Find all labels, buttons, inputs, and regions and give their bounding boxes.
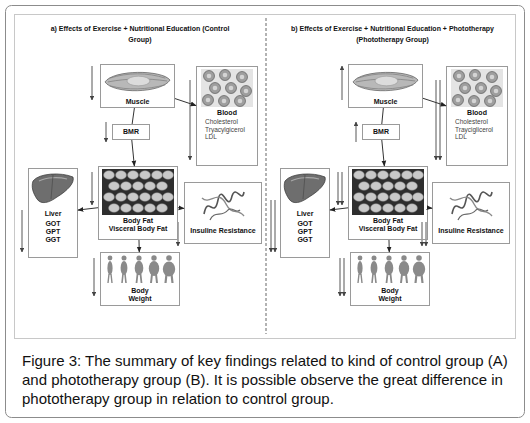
node-detail: Visceral Body Fat bbox=[349, 225, 427, 233]
trend-indicators bbox=[22, 66, 440, 296]
decrease-arrow bbox=[340, 258, 341, 296]
blood-box: BloodCholesterol Trayciglicerol LDL bbox=[446, 66, 508, 166]
connector-arrow bbox=[382, 140, 385, 166]
liver-illustration bbox=[284, 174, 325, 203]
panel-heading: a) Effects of Exercise + Nutritional Edu… bbox=[42, 24, 238, 45]
node-title: Liver bbox=[29, 210, 77, 218]
decrease-arrow bbox=[106, 122, 107, 142]
body-fat-box: Body FatVisceral Body Fat bbox=[348, 166, 428, 240]
node-title: BMR bbox=[363, 128, 399, 136]
node-title: Muscle bbox=[101, 98, 174, 106]
node-title: Body Weight bbox=[124, 287, 156, 303]
decrease-arrow bbox=[342, 172, 343, 205]
connector-arrow bbox=[138, 240, 139, 252]
node-title: Insuline Resistance bbox=[433, 227, 509, 235]
node-detail: GOT GPT GGT bbox=[41, 220, 65, 244]
body-fat-box: Body FatVisceral Body Fat bbox=[98, 166, 178, 240]
node-title: Muscle bbox=[349, 98, 422, 106]
connector-arrow bbox=[78, 208, 98, 210]
decrease-arrow bbox=[436, 80, 437, 160]
body-weight-illustration bbox=[107, 255, 175, 283]
increase-arrow bbox=[356, 122, 357, 142]
decrease-arrow bbox=[422, 222, 423, 246]
decrease-arrow bbox=[271, 200, 272, 252]
node-title: Body Weight bbox=[374, 287, 406, 303]
liver-illustration bbox=[32, 174, 73, 203]
liver-box: LiverGOT GPT GGT bbox=[28, 168, 78, 258]
outer-frame bbox=[6, 6, 525, 418]
muscle-box: Muscle bbox=[348, 64, 423, 108]
node-title: Blood bbox=[447, 109, 507, 117]
decrease-arrow bbox=[92, 172, 93, 205]
node-detail: Cholesterol Trayciglicerol LDL bbox=[455, 118, 501, 140]
node-title: BMR bbox=[113, 128, 149, 136]
body-weight-illustration bbox=[357, 255, 425, 283]
node-title: Body Fat bbox=[99, 217, 177, 225]
liver-box: LiverGOT GPT GGT bbox=[280, 168, 330, 258]
body-weight-box: Body Weight bbox=[350, 252, 430, 306]
blood-illustration bbox=[451, 69, 503, 107]
connector-arrow bbox=[132, 108, 134, 124]
connector-arrow bbox=[428, 207, 432, 208]
connector-arrow bbox=[330, 208, 348, 210]
connector-arrow bbox=[382, 108, 384, 124]
node-title: Insuline Resistance bbox=[185, 227, 261, 235]
insulin-illustration bbox=[202, 192, 244, 220]
increase-arrow bbox=[342, 66, 343, 100]
insulin-illustration bbox=[450, 192, 492, 220]
connector-arrow bbox=[178, 207, 184, 209]
connector-arrow bbox=[388, 240, 389, 252]
body-weight-box: Body Weight bbox=[100, 252, 180, 306]
decrease-arrow bbox=[440, 80, 441, 160]
decrease-arrow bbox=[426, 222, 427, 246]
bmr-box: BMR bbox=[112, 124, 150, 140]
muscle-box: Muscle bbox=[100, 64, 175, 108]
fat-illustration bbox=[102, 169, 174, 215]
figure-frame bbox=[15, 15, 516, 339]
decrease-arrow bbox=[344, 258, 345, 296]
decrease-arrow bbox=[190, 80, 191, 160]
decrease-arrow bbox=[338, 172, 339, 205]
node-title: Body Fat bbox=[349, 217, 427, 225]
insulin-box: Insuline Resistance bbox=[184, 182, 262, 244]
node-detail: Cholesterol Tryacylgicerol LDL bbox=[205, 118, 251, 140]
decrease-arrow bbox=[92, 66, 93, 100]
insulin-box: Insuline Resistance bbox=[432, 182, 510, 244]
blood-box: BloodCholesterol Tryacylgicerol LDL bbox=[196, 66, 258, 166]
node-detail: GOT GPT GGT bbox=[293, 220, 317, 244]
node-title: Blood bbox=[197, 109, 257, 117]
muscle-illustration bbox=[105, 72, 170, 90]
muscle-illustration bbox=[353, 72, 418, 90]
decrease-arrow bbox=[22, 210, 23, 252]
panel-divider bbox=[266, 18, 267, 334]
node-detail: Visceral Body Fat bbox=[99, 225, 177, 233]
node-title: Liver bbox=[281, 210, 329, 218]
blood-illustration bbox=[201, 69, 253, 107]
panel-heading: b) Effects of Exercise + Nutritional Edu… bbox=[270, 24, 515, 45]
decrease-arrow bbox=[94, 258, 95, 296]
fat-illustration bbox=[352, 169, 424, 215]
bmr-box: BMR bbox=[362, 124, 400, 140]
decrease-arrow bbox=[275, 200, 276, 252]
figure-caption: Figure 3: The summary of key findings re… bbox=[22, 351, 510, 408]
connector-arrow bbox=[175, 99, 196, 106]
connector-arrow bbox=[132, 140, 135, 166]
connector-arrow bbox=[423, 98, 446, 106]
